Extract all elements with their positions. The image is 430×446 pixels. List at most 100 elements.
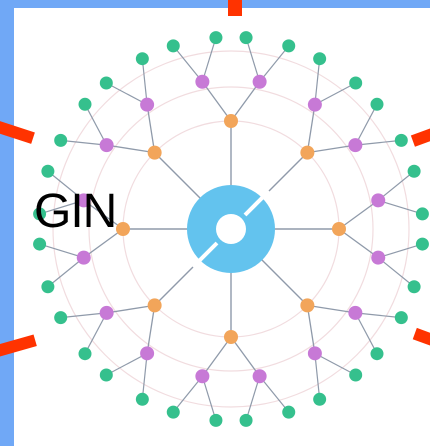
level3-node bbox=[33, 207, 47, 221]
level2-node bbox=[371, 250, 386, 265]
branch-line bbox=[83, 199, 124, 230]
edge-markers bbox=[0, 0, 430, 358]
level2-node bbox=[371, 193, 386, 208]
level3-node bbox=[239, 413, 253, 427]
level2-node bbox=[76, 250, 91, 265]
branch-line bbox=[141, 353, 148, 400]
branch-line bbox=[47, 257, 85, 288]
level3-node bbox=[78, 97, 92, 111]
branch-line bbox=[259, 375, 290, 413]
branch-line bbox=[106, 304, 155, 314]
level2-node bbox=[99, 138, 114, 153]
edge-marker bbox=[0, 334, 37, 358]
shell-ring bbox=[52, 50, 410, 408]
branch-line bbox=[378, 243, 423, 259]
level3-node bbox=[394, 311, 408, 325]
branch-line bbox=[354, 104, 378, 146]
branch-line bbox=[47, 170, 85, 201]
branch-line bbox=[245, 37, 261, 82]
branch-line bbox=[39, 199, 84, 215]
level2-node bbox=[252, 74, 267, 89]
branch-line bbox=[314, 352, 356, 376]
branch-line bbox=[60, 312, 107, 319]
branch-line bbox=[201, 336, 232, 377]
level2-node bbox=[252, 369, 267, 384]
level2-node bbox=[195, 74, 210, 89]
level3-node bbox=[99, 368, 113, 382]
core-cut bbox=[191, 241, 219, 269]
edge-marker bbox=[410, 125, 430, 147]
branch-line bbox=[355, 139, 402, 146]
level3-node bbox=[415, 237, 429, 251]
level3-node bbox=[407, 164, 421, 178]
level3-node bbox=[41, 280, 55, 294]
branch-line bbox=[146, 305, 156, 354]
level2-node bbox=[140, 97, 155, 112]
branch-line bbox=[141, 58, 148, 105]
level3-node bbox=[41, 164, 55, 178]
branch-line bbox=[378, 199, 423, 215]
branch-line bbox=[230, 336, 261, 377]
level1-node bbox=[332, 222, 346, 236]
level1-node bbox=[147, 145, 162, 160]
level1-node bbox=[300, 298, 315, 313]
branch-nodes bbox=[33, 31, 429, 427]
branch-lines bbox=[39, 37, 423, 421]
branch-line bbox=[377, 257, 415, 288]
branch-line bbox=[83, 228, 124, 259]
branch-line bbox=[201, 376, 217, 421]
level3-node bbox=[313, 392, 327, 406]
core-molecule bbox=[187, 185, 275, 273]
branch-line bbox=[377, 170, 415, 201]
shell-ring bbox=[88, 86, 374, 372]
branch-line bbox=[39, 243, 84, 259]
level3-node bbox=[394, 133, 408, 147]
branch-line bbox=[245, 376, 261, 421]
level2-node bbox=[99, 305, 114, 320]
branch-line bbox=[201, 81, 232, 122]
level1-node bbox=[147, 298, 162, 313]
gin-label: GIN bbox=[34, 185, 117, 238]
branch-line bbox=[60, 139, 107, 146]
level3-node bbox=[78, 347, 92, 361]
branch-line bbox=[314, 353, 321, 400]
edge-marker bbox=[0, 120, 35, 144]
branch-line bbox=[106, 144, 155, 154]
level3-node bbox=[166, 39, 180, 53]
core-center bbox=[216, 214, 246, 244]
level3-node bbox=[33, 237, 47, 251]
level2-node bbox=[348, 138, 363, 153]
level3-node bbox=[349, 368, 363, 382]
level2-node bbox=[195, 369, 210, 384]
level3-node bbox=[166, 405, 180, 419]
level3-node bbox=[135, 52, 149, 66]
level3-node bbox=[209, 31, 223, 45]
level3-node bbox=[370, 347, 384, 361]
level3-node bbox=[99, 76, 113, 90]
branch-line bbox=[307, 144, 356, 154]
branch-line bbox=[354, 312, 378, 354]
branch-line bbox=[306, 305, 316, 354]
edge-marker bbox=[228, 0, 242, 16]
level2-node bbox=[76, 193, 91, 208]
branch-line bbox=[84, 312, 108, 354]
core-cut bbox=[243, 189, 271, 217]
branch-line bbox=[106, 352, 148, 376]
branch-line bbox=[314, 82, 356, 106]
branch-line bbox=[307, 304, 356, 314]
level3-node bbox=[282, 405, 296, 419]
level1-node bbox=[116, 222, 130, 236]
branch-line bbox=[314, 58, 321, 105]
level3-node bbox=[370, 97, 384, 111]
branch-line bbox=[172, 375, 203, 413]
level3-node bbox=[239, 31, 253, 45]
branch-line bbox=[172, 45, 203, 83]
branch-line bbox=[338, 228, 379, 259]
branch-line bbox=[230, 81, 261, 122]
level2-node bbox=[307, 97, 322, 112]
level1-node bbox=[300, 145, 315, 160]
level3-node bbox=[415, 207, 429, 221]
level3-node bbox=[349, 76, 363, 90]
branch-line bbox=[355, 312, 402, 319]
